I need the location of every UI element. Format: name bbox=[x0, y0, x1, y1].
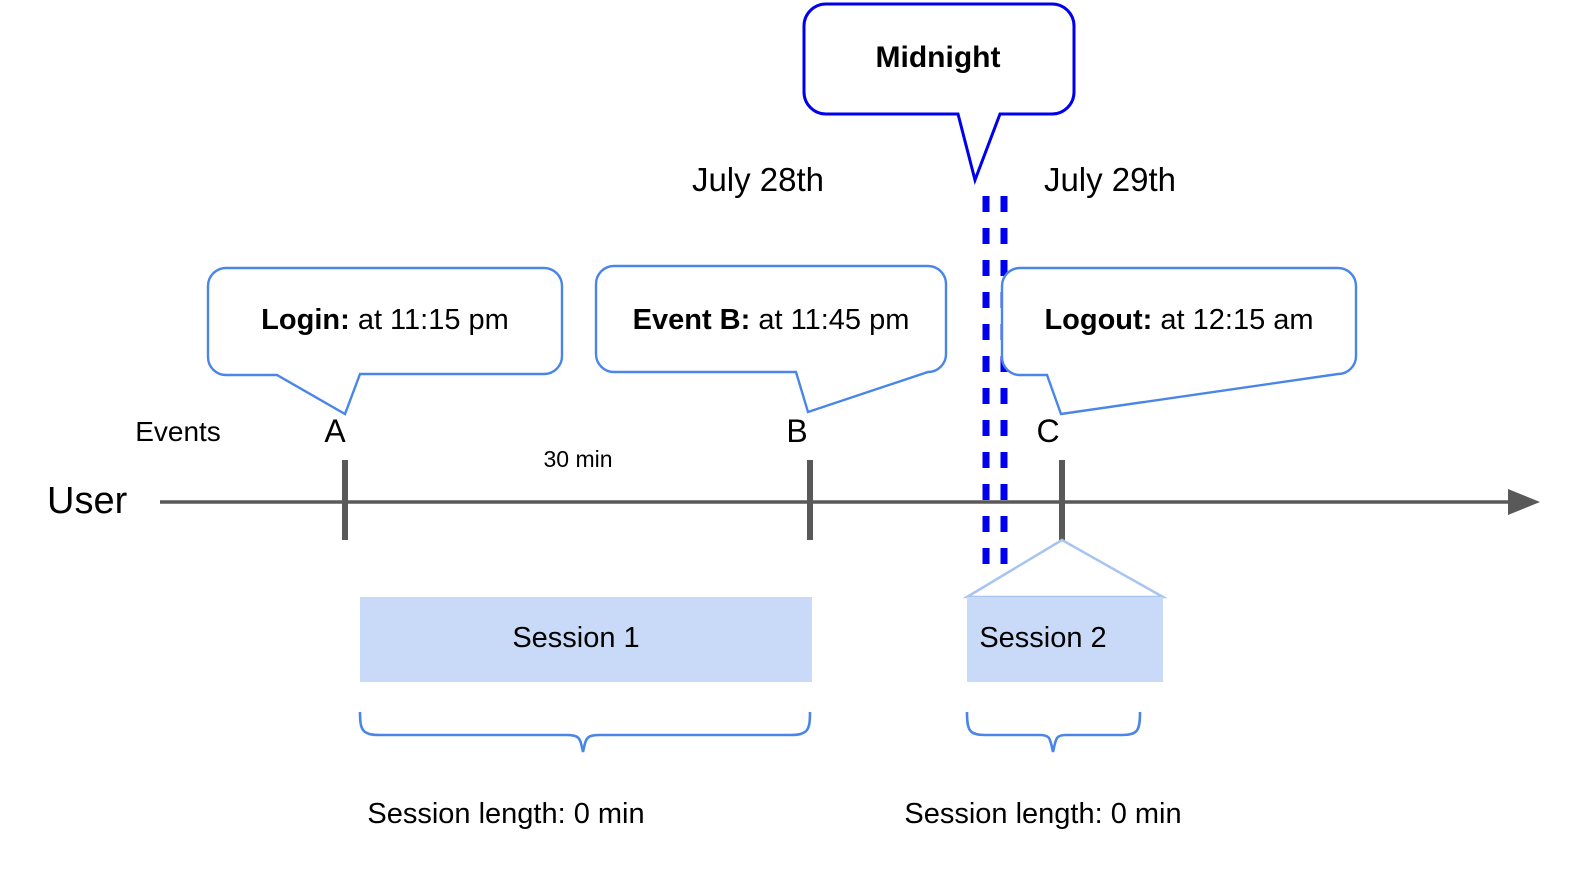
brace-session-2 bbox=[965, 711, 1142, 753]
session-2-label: Session 2 bbox=[979, 622, 1107, 654]
midnight-label: Midnight bbox=[875, 41, 1001, 74]
callout-shape-eventb bbox=[594, 264, 948, 414]
callout-text-logout: Logout: at 12:15 am bbox=[1044, 306, 1313, 335]
date-label-july-28: July 28th bbox=[691, 161, 825, 198]
callout-logout-rest: at 12:15 am bbox=[1152, 304, 1314, 336]
session-2-tent-connector bbox=[962, 538, 1168, 599]
tick-label-b: B bbox=[786, 413, 808, 449]
callout-logout-bold: Logout: bbox=[1044, 304, 1153, 336]
session-2-box-shape bbox=[962, 538, 1168, 682]
midnight-callout-shape bbox=[802, 2, 1076, 185]
timeline-axis bbox=[160, 460, 1540, 540]
callout-text-eventb: Event B: at 11:45 pm bbox=[633, 306, 910, 335]
callout-shape-logout bbox=[1000, 266, 1358, 416]
tick-label-c: C bbox=[1036, 413, 1060, 449]
callout-eventb-rest: at 11:45 pm bbox=[750, 304, 910, 336]
brace-session-1 bbox=[358, 711, 812, 753]
session-1-length-label: Session length: 0 min bbox=[367, 798, 645, 830]
callout-login-rest: at 11:15 pm bbox=[349, 304, 509, 336]
midnight-dashed-lines bbox=[982, 196, 1008, 578]
duration-label-30min: 30 min bbox=[543, 446, 613, 472]
session-1-label: Session 1 bbox=[512, 622, 640, 654]
callout-login-bold: Login: bbox=[261, 304, 350, 336]
timeline-axis-arrowhead bbox=[1508, 489, 1540, 515]
callout-text-login: Login: at 11:15 pm bbox=[261, 306, 509, 335]
date-label-july-29: July 29th bbox=[1043, 161, 1177, 198]
session-2-length-label: Session length: 0 min bbox=[904, 798, 1182, 830]
callout-shape-login bbox=[206, 266, 564, 416]
session-1-box-shape bbox=[360, 597, 812, 682]
tick-label-a: A bbox=[324, 413, 346, 449]
events-row-label: Events bbox=[135, 416, 221, 447]
user-row-label: User bbox=[47, 480, 128, 522]
callout-eventb-bold: Event B: bbox=[632, 304, 751, 336]
